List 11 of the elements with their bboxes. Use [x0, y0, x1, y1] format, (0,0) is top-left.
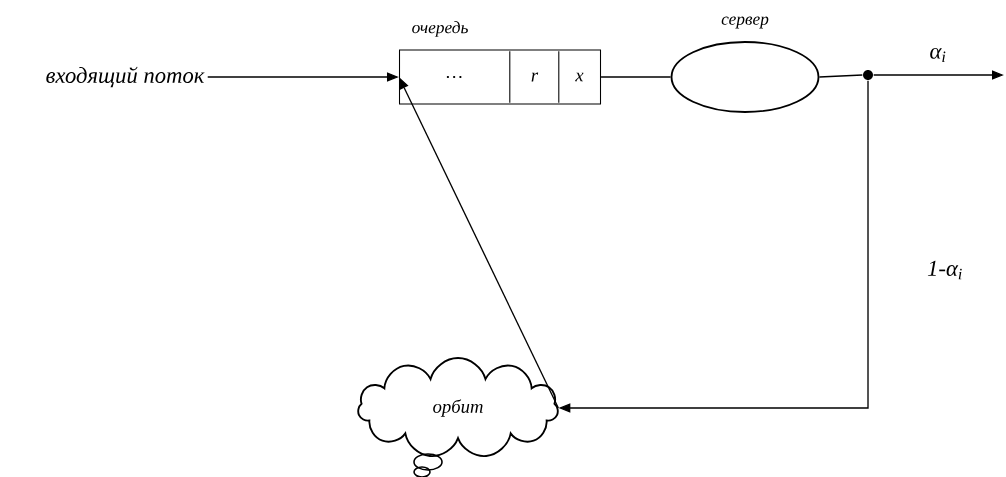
connector-line — [600, 76, 672, 78]
queue-cell: r — [509, 50, 539, 104]
queue-cell: x — [558, 50, 584, 104]
edge-label: 1-α$_{i}$ — [925, 259, 965, 281]
flow-label: входящий поток — [46, 66, 205, 88]
edge-label: α$_{i}$ — [928, 46, 948, 64]
orbit-cloud: орбит — [357, 357, 559, 477]
queue-cell: … — [446, 75, 462, 79]
node-label: очередь — [412, 21, 468, 37]
connector-line — [818, 74, 863, 78]
node-label: сервер — [721, 16, 769, 29]
